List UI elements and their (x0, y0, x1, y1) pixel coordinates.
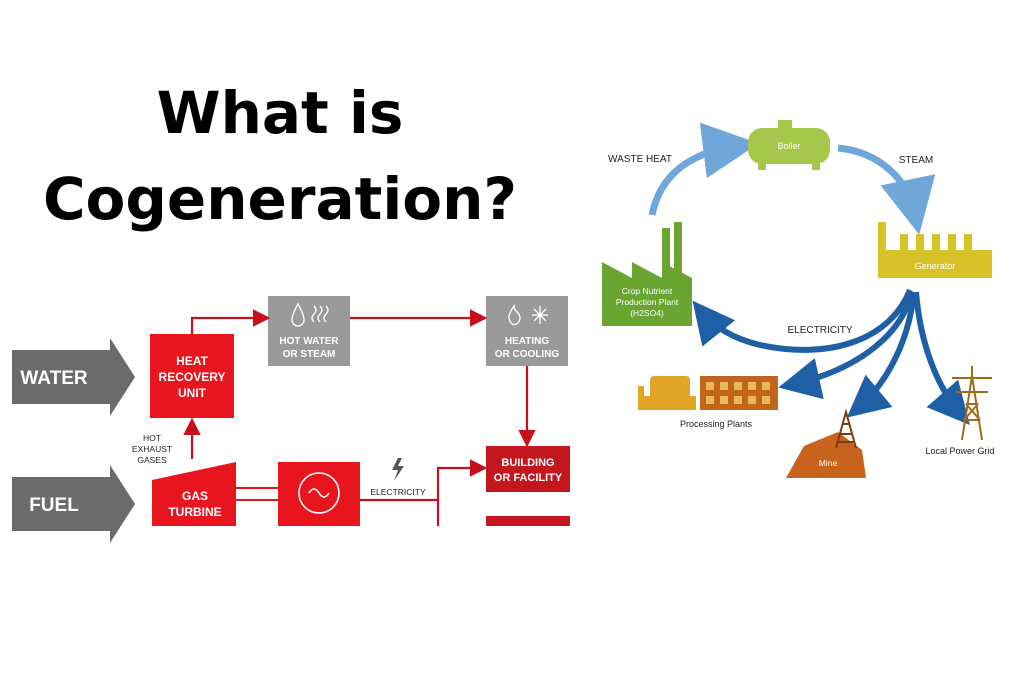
right-cogeneration-diagram: WASTE HEAT Boiler STEAM Generator (602, 120, 995, 478)
flame-icon (508, 303, 521, 326)
water-label: WATER (20, 368, 87, 389)
waste-heat-label: WASTE HEAT (608, 154, 672, 165)
heat-recovery-line-1: HEAT (176, 354, 208, 368)
heat-recovery-line-3: UNIT (178, 386, 207, 400)
gas-turbine-box: GAS TURBINE (152, 462, 236, 526)
water-input-arrow: WATER (12, 338, 135, 416)
building-line-2: OR FACILITY (494, 472, 563, 484)
hot-water-line-2: OR STEAM (283, 349, 336, 360)
hot-water-line-1: HOT WATER (279, 336, 339, 347)
hot-exhaust-line-3: GASES (137, 455, 167, 465)
page-title-line-2: Cogeneration? (42, 165, 518, 233)
plant-line-3: (H2SO4) (630, 308, 664, 318)
generator-label: Generator (915, 261, 956, 271)
electricity-arrows (692, 288, 970, 426)
steam-arrow (837, 144, 936, 235)
mine-label: Mine (819, 458, 838, 468)
hot-exhaust-line-2: EXHAUST (132, 444, 172, 454)
lightning-icon (392, 458, 404, 481)
snowflake-icon (532, 306, 548, 324)
plant-line-2: Production Plant (616, 297, 679, 307)
generator-building-icon: Generator (878, 222, 992, 278)
heat-recovery-line-2: RECOVERY (159, 370, 226, 384)
building-line-1: BUILDING (501, 457, 554, 469)
heating-cooling-box: HEATING OR COOLING (486, 296, 568, 366)
left-cogeneration-diagram: WATER FUEL HEAT RECOVERY UNIT HOT WATER … (12, 296, 570, 543)
building-facility-box: BUILDING OR FACILITY (486, 446, 570, 526)
water-drop-icon (291, 302, 305, 327)
right-electricity-label: ELECTRICITY (787, 325, 852, 336)
fuel-label: FUEL (29, 495, 79, 516)
steam-label: STEAM (899, 155, 933, 166)
boiler-label: Boiler (777, 141, 800, 151)
power-tower-icon (952, 366, 992, 441)
red-flow-arrows (183, 309, 536, 526)
boiler-icon: Boiler (748, 120, 830, 170)
fuel-input-arrow: FUEL (12, 465, 135, 543)
generator-box (278, 462, 360, 526)
processing-plants-icon (638, 376, 778, 410)
mine-icon: Mine (786, 408, 866, 478)
heating-line-2: OR COOLING (495, 349, 560, 360)
waste-heat-arrow (648, 122, 759, 216)
plant-line-1: Crop Nutrient (622, 286, 673, 296)
hot-exhaust-line-1: HOT (143, 433, 161, 443)
hot-water-steam-box: HOT WATER OR STEAM (268, 296, 350, 366)
gas-turbine-line-2: TURBINE (168, 505, 221, 519)
generator-icon (298, 472, 340, 514)
turbine-shaft (236, 487, 278, 501)
factory-icon: Crop Nutrient Production Plant (H2SO4) (602, 222, 692, 326)
steam-icon (311, 305, 329, 323)
power-grid-label: Local Power Grid (925, 446, 994, 456)
heat-recovery-unit-box: HEAT RECOVERY UNIT (150, 334, 234, 418)
heating-line-1: HEATING (505, 336, 549, 347)
left-electricity-label: ELECTRICITY (370, 487, 426, 497)
processing-plants-label: Processing Plants (680, 419, 753, 429)
page-title-line-1: What is (156, 79, 404, 147)
gas-turbine-line-1: GAS (182, 489, 208, 503)
